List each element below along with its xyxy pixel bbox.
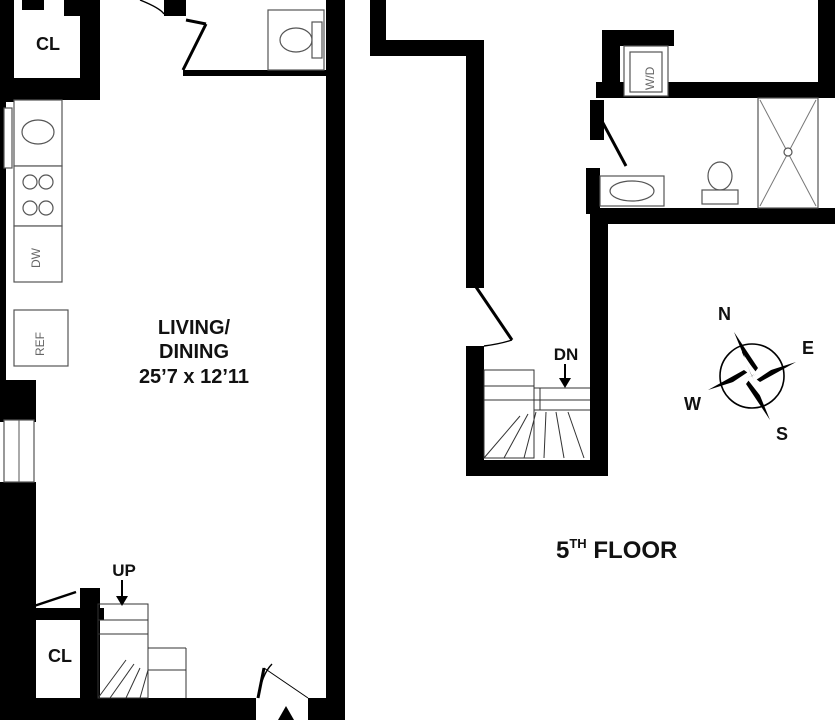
wall-segment	[64, 0, 80, 16]
bath-door	[181, 23, 208, 71]
dishwasher	[13, 225, 63, 283]
stair-up	[97, 580, 187, 699]
toilet	[707, 161, 733, 191]
wall-segment	[586, 168, 600, 214]
wall-segment	[370, 40, 480, 56]
wall-segment	[96, 698, 256, 720]
wall-segment	[602, 30, 620, 98]
wall-segment	[34, 698, 100, 720]
bath-sink	[609, 180, 655, 202]
entry-arrow-icon	[278, 706, 294, 720]
refrigerator	[13, 309, 69, 367]
wall-segment	[590, 214, 608, 476]
stair-down: DN	[483, 345, 590, 459]
floor-label: 5TH FLOOR	[556, 536, 677, 564]
wall-segment	[818, 0, 835, 96]
compass-west: W	[684, 394, 701, 414]
bath-right-unit	[599, 97, 819, 209]
wall-segment	[0, 0, 14, 102]
compass-east: E	[802, 338, 814, 358]
wall-segment	[80, 0, 100, 100]
stair-up-label: UP	[112, 561, 136, 580]
wall-segment	[0, 380, 36, 422]
sink	[21, 119, 55, 145]
wall-segment	[22, 0, 44, 10]
bath-door	[594, 109, 628, 167]
compass-south: S	[776, 424, 788, 444]
toilet-tank	[701, 189, 739, 205]
wall-segment	[466, 346, 484, 474]
wall-segment	[183, 70, 331, 76]
wall-segment	[326, 0, 345, 720]
wall-segment	[164, 0, 186, 16]
doors-right-unit	[472, 109, 628, 347]
living-dining-dimensions: 25’7 x 12’11	[139, 366, 249, 388]
window	[3, 107, 13, 169]
wall-segment	[590, 100, 604, 140]
wall-segment	[0, 100, 6, 420]
kitchen: DW REF	[13, 99, 69, 367]
washer-dryer-label: W/D	[643, 66, 657, 90]
wall-segment	[0, 78, 100, 100]
wall-segment	[0, 482, 36, 720]
wall-segment	[308, 698, 338, 720]
compass-north: N	[718, 304, 731, 324]
stove	[13, 165, 63, 227]
windows	[3, 107, 35, 483]
toilet-tank	[311, 21, 323, 59]
closet-label-top: CL	[36, 34, 60, 54]
doors-left-unit	[33, 0, 309, 720]
wall-segment	[602, 30, 674, 46]
left-unit-walls	[0, 0, 345, 720]
wall-segment	[466, 40, 484, 288]
toilet	[279, 27, 313, 53]
toilet-top-left-unit	[267, 9, 325, 71]
refrigerator-label: REF	[33, 332, 47, 356]
living-dining-label-line2: DINING	[159, 341, 229, 363]
stair-door	[472, 283, 514, 341]
living-dining-label: LIVING/	[158, 317, 231, 339]
wall-segment	[590, 208, 835, 224]
wall-segment	[466, 460, 606, 476]
dishwasher-label: DW	[29, 247, 43, 268]
closet-door	[33, 590, 77, 608]
stair-down-label: DN	[554, 345, 579, 364]
washer-dryer: W/D	[623, 45, 669, 97]
wall-segment	[80, 588, 100, 720]
left-unit-labels: CL CL LIVING/ DINING 25’7 x 12’11 UP	[36, 34, 249, 666]
compass-icon: N E S W	[684, 304, 814, 444]
closet-label-bottom: CL	[48, 646, 72, 666]
